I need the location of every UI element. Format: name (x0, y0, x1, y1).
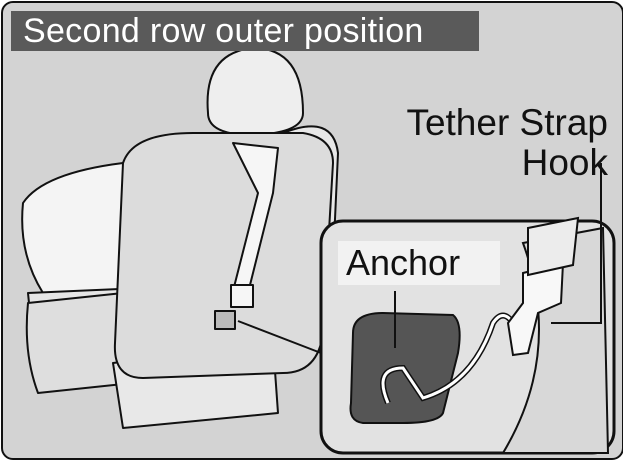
tether-strap-hook-label: Tether Strap Hook (406, 103, 608, 183)
seatback (113, 132, 334, 379)
seat-illustration (21, 47, 616, 455)
tether-label-line2: Hook (521, 142, 608, 183)
anchor-label: Anchor (338, 241, 500, 285)
page-title: Second row outer position (11, 11, 479, 51)
seat-base (25, 292, 134, 394)
headrest (206, 47, 304, 136)
tether-hook (506, 261, 565, 357)
tether-label-line1: Tether Strap (406, 102, 608, 143)
